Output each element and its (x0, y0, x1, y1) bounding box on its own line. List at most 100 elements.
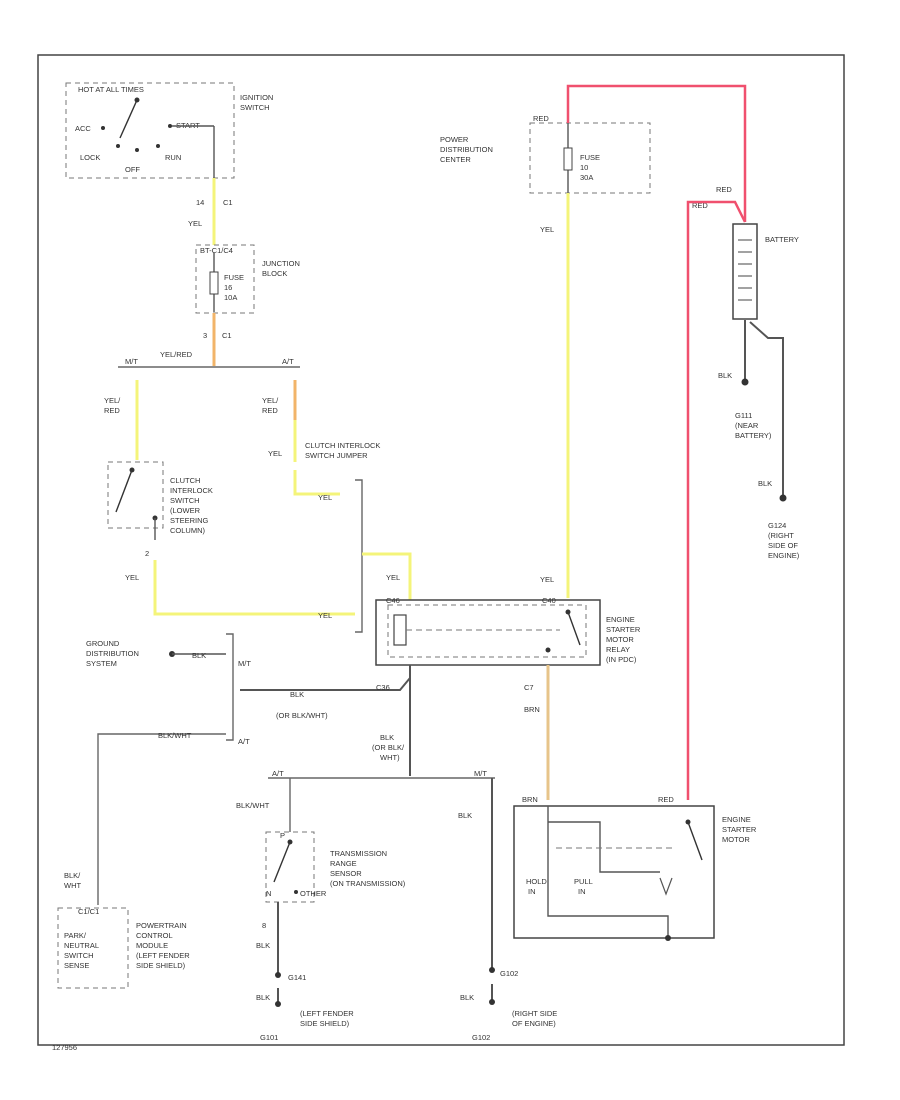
battery-label: BATTERY (765, 235, 799, 244)
relay-wire-in-right: YEL (540, 575, 554, 584)
trs-neutral: N (266, 889, 271, 898)
svg-text:SWITCH: SWITCH (170, 496, 200, 505)
starter-hold: HOLD (526, 877, 547, 886)
trs-pin: 8 (262, 921, 266, 930)
jb-fuse-label: FUSE (224, 273, 244, 282)
trs-wire-in: BLK/WHT (236, 801, 270, 810)
engine-starter-motor: BRN RED HOLD IN PULL IN ENGINE STARTER M… (513, 795, 757, 941)
ground-g102-b-icon (489, 999, 495, 1005)
yel-wire-to-relay (362, 552, 412, 600)
jumper-label-2: SWITCH JUMPER (305, 451, 368, 460)
svg-text:TRANSMISSION: TRANSMISSION (330, 849, 387, 858)
pcm-wire-1: BLK/ (64, 871, 81, 880)
pdc-fuse-number: 10 (580, 163, 588, 172)
branch-mt: M/T (125, 357, 138, 366)
gd-wire: BLK (192, 651, 206, 660)
pcm-pin: C1/C1 (78, 907, 99, 916)
clutch-wire-in-1: YEL/ (104, 396, 121, 405)
jumper-wire-in-2: RED (262, 406, 278, 415)
pdc-out-wire: YEL (540, 225, 554, 234)
pos-lock: LOCK (80, 153, 100, 162)
svg-text:STEERING: STEERING (170, 516, 209, 525)
relay-wire-in-left: YEL (386, 573, 400, 582)
ground-g102-icon (489, 967, 495, 973)
jumper-wire-out-label: YEL (318, 493, 332, 502)
svg-text:STARTER: STARTER (606, 625, 641, 634)
gd-at: A/T (238, 737, 250, 746)
svg-text:(LEFT FENDER: (LEFT FENDER (300, 1009, 354, 1018)
ground-g124-icon (779, 494, 787, 502)
transmission-range-sensor: P N OTHER TRANSMISSION RANGE SENSOR (ON … (265, 831, 406, 903)
gd-wire-mt-2: (OR BLK/WHT) (276, 711, 328, 720)
trs-ground: G141 (288, 973, 306, 982)
gd-wire-mt-1: BLK (290, 690, 304, 699)
ign-connector: C1 (223, 198, 233, 207)
ignition-switch-label: IGNITION (240, 93, 273, 102)
relay-contact-icon (567, 611, 581, 646)
branch-at: A/T (282, 357, 294, 366)
footer-g1: G101 (260, 1033, 278, 1042)
junction-top-label: BT-C1/C4 (200, 246, 233, 255)
svg-text:MOTOR: MOTOR (606, 635, 634, 644)
gd-mt: M/T (238, 659, 251, 668)
junction-block: BT-C1/C4 JUNCTION BLOCK FUSE 16 10A (195, 244, 300, 314)
svg-text:CENTER: CENTER (440, 155, 471, 164)
svg-text:(RIGHT SIDE: (RIGHT SIDE (512, 1009, 557, 1018)
relay-coil-icon (393, 614, 407, 646)
clutch-connector-bracket (355, 479, 363, 633)
power-distribution-center: POWER DISTRIBUTION CENTER RED FUSE 10 30… (440, 114, 651, 194)
red-wire-battery-pdc (566, 84, 747, 222)
svg-text:RELAY: RELAY (606, 645, 630, 654)
powertrain-control-module: C1/C1 PARK/ NEUTRAL SWITCH SENSE POWERTR… (57, 907, 190, 989)
svg-text:(ON TRANSMISSION): (ON TRANSMISSION) (330, 879, 406, 888)
diagram-frame (37, 54, 845, 1046)
battery-ground-2-wire: BLK (758, 479, 772, 488)
svg-text:DISTRIBUTION: DISTRIBUTION (86, 649, 139, 658)
svg-text:OF ENGINE): OF ENGINE) (512, 1019, 556, 1028)
svg-text:SENSE: SENSE (64, 961, 89, 970)
relay-pin-out: C7 (524, 683, 534, 692)
clutch-out-pin: 2 (145, 549, 149, 558)
ground-g141-b-icon (275, 1001, 281, 1007)
svg-text:(IN PDC): (IN PDC) (606, 655, 637, 664)
svg-text:BATTERY): BATTERY) (735, 431, 772, 440)
pos-run: RUN (165, 153, 181, 162)
svg-text:BLOCK: BLOCK (262, 269, 287, 278)
yel-wire-jumper-out (293, 470, 340, 496)
svg-text:POWER: POWER (440, 135, 469, 144)
svg-text:PARK/: PARK/ (64, 931, 87, 940)
starter-wire-brn: BRN (522, 795, 538, 804)
ground-g111-icon (741, 378, 749, 386)
svg-text:GROUND: GROUND (86, 639, 120, 648)
engine-starter-motor-relay: C46 C40 ENGINE STARTER MOTOR RELAY (IN P… (375, 596, 641, 666)
ign-pin: 14 (196, 198, 204, 207)
starter-in-2: IN (578, 887, 586, 896)
starter-armature-icon (659, 877, 673, 896)
svg-text:(LOWER: (LOWER (170, 506, 201, 515)
pdc-fuse-rating: 30A (580, 173, 593, 182)
svg-text:SIDE SHIELD): SIDE SHIELD) (136, 961, 186, 970)
ground-g141-icon (275, 972, 281, 978)
jumper-label-1: CLUTCH INTERLOCK (305, 441, 380, 450)
starter-pull: PULL (574, 877, 593, 886)
svg-text:MOTOR: MOTOR (722, 835, 750, 844)
clutch-out-wire: YEL (125, 573, 139, 582)
trs-other: OTHER (300, 889, 327, 898)
ground-dist-at-wire (97, 733, 226, 905)
rg-ground: G102 (500, 969, 518, 978)
jb-fuse-number: 16 (224, 283, 232, 292)
svg-text:NEUTRAL: NEUTRAL (64, 941, 99, 950)
svg-text:COLUMN): COLUMN) (170, 526, 206, 535)
svg-text:POWERTRAIN: POWERTRAIN (136, 921, 187, 930)
svg-text:DISTRIBUTION: DISTRIBUTION (440, 145, 493, 154)
pdc-wire-in: RED (533, 114, 549, 123)
svg-text:SIDE OF: SIDE OF (768, 541, 798, 550)
ign-wire-color: YEL (188, 219, 202, 228)
junction-block-label: JUNCTION (262, 259, 300, 268)
trs-park: P (280, 831, 285, 840)
trs-wire-out-1: BLK (256, 941, 270, 950)
relay-ground-wire-3: WHT) (380, 753, 400, 762)
battery-ground-wire-label: BLK (718, 371, 732, 380)
svg-text:G124: G124 (768, 521, 786, 530)
diagram-code: 127956 (52, 1043, 77, 1052)
